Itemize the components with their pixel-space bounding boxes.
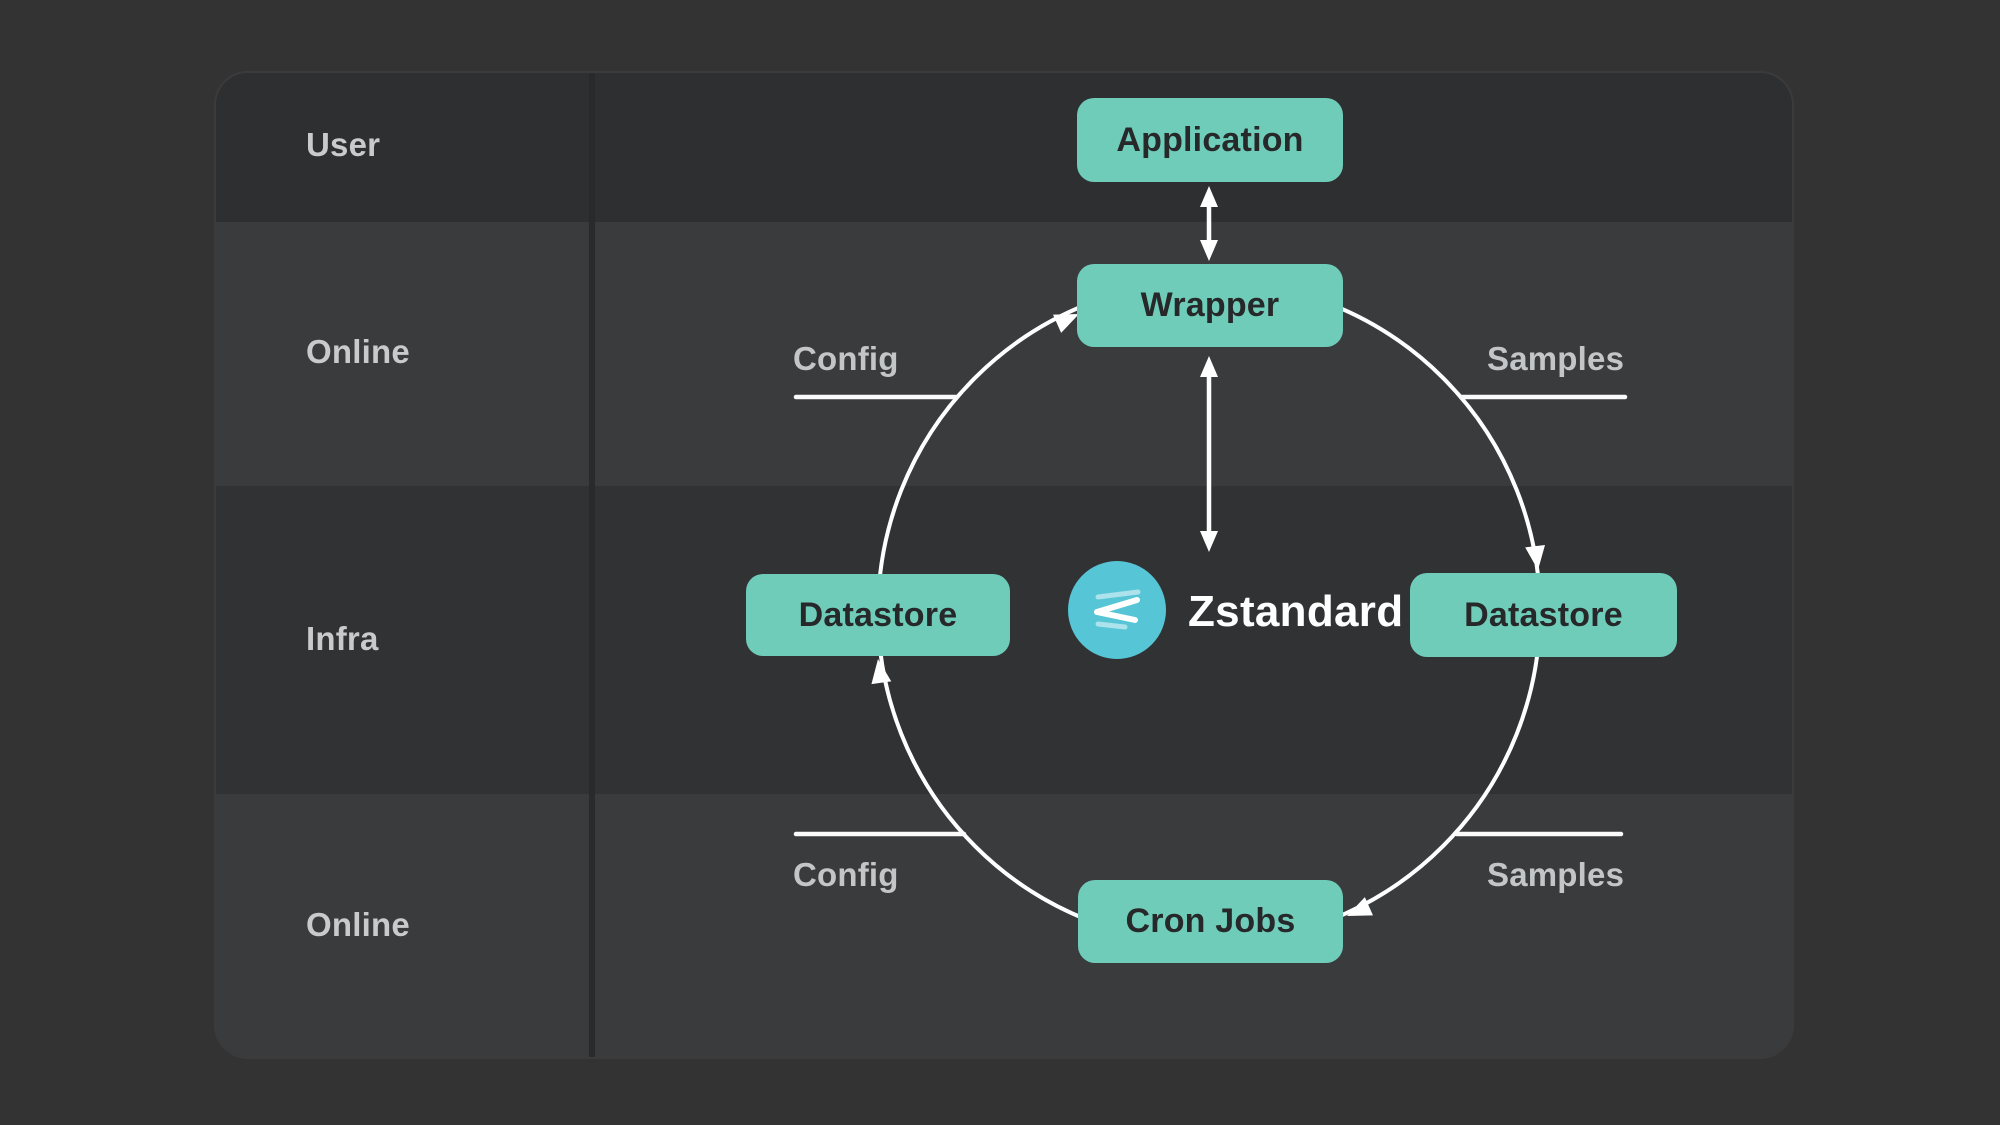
row-band-online-bottom (216, 794, 1792, 1057)
application-wrapper-arrow (1200, 186, 1218, 261)
arrowhead-into-wrapper (1053, 314, 1079, 333)
row-label-user: User (306, 126, 381, 163)
node-datastore-right: Datastore (1410, 573, 1677, 657)
edge-label-samples-top: Samples (1487, 340, 1625, 377)
arrowhead-into-datastore-left (871, 659, 892, 685)
row-label-online-top: Online (306, 333, 410, 370)
row-label-infra: Infra (306, 620, 379, 657)
zstandard-scribble-icon (1068, 561, 1166, 659)
zstandard-label: Zstandard (1188, 587, 1404, 636)
column-divider (589, 73, 595, 1057)
row-label-online-bottom: Online (306, 906, 410, 943)
arrowhead-into-cron-jobs (1347, 897, 1373, 916)
node-cron-jobs: Cron Jobs (1078, 880, 1343, 963)
edge-label-config-bottom: Config (793, 856, 899, 893)
edge-label-samples-bottom: Samples (1487, 856, 1625, 893)
row-band-user (216, 73, 1792, 222)
zstandard-zigzag-glyph (1094, 589, 1141, 630)
arrowhead-into-datastore-right (1525, 544, 1546, 570)
node-datastore-left: Datastore (746, 574, 1010, 656)
wrapper-zstandard-arrow (1200, 356, 1218, 552)
edge-label-config-top: Config (793, 340, 899, 377)
node-wrapper: Wrapper (1077, 264, 1343, 347)
node-application: Application (1077, 98, 1343, 182)
